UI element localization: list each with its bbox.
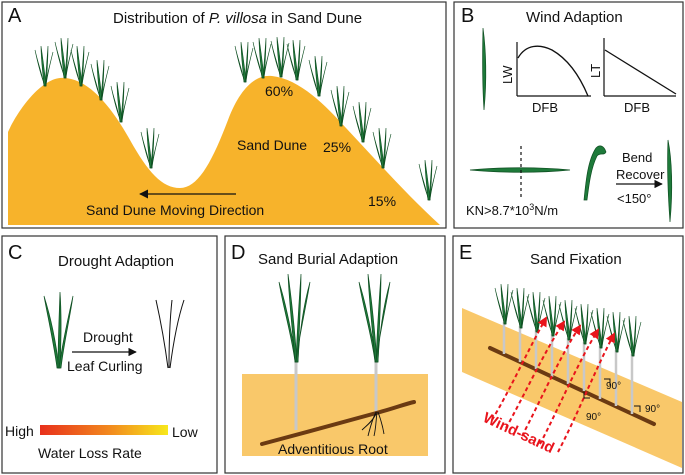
percent-60: 60% <box>265 83 293 99</box>
dfb-right-label: DFB <box>624 100 650 115</box>
right-angle-marks <box>583 378 641 412</box>
plant-tuft <box>418 159 438 201</box>
panel-a-title: Distribution of P. villosa in Sand Dune <box>113 10 362 27</box>
adventitious-root-label: Adventitious Root <box>278 441 388 457</box>
water-loss-rate-label: Water Loss Rate <box>38 445 142 461</box>
panel-c: C Drought Adaption Drought Leaf Curling … <box>1 235 218 474</box>
angle-90-3: 90° <box>645 404 660 415</box>
angle-90-2: 90° <box>586 412 601 423</box>
wind-sand-label: Wind-sand <box>480 409 557 457</box>
plant-tuft <box>234 41 254 83</box>
leaf-horizontal <box>469 167 571 173</box>
lw-axis-label: LW <box>500 65 515 84</box>
panel-d-border <box>224 235 446 474</box>
plant-tuft <box>54 37 74 79</box>
rhizome <box>260 400 416 446</box>
plant-tuft <box>308 55 328 97</box>
plant-tuft <box>270 36 290 78</box>
dfb-left-label: DFB <box>532 100 558 115</box>
sand-dune-label: Sand Dune <box>237 137 307 153</box>
panel-e-title: Sand Fixation <box>530 251 622 268</box>
leaf-recovered <box>667 139 673 223</box>
plant-tuft <box>358 273 391 363</box>
gradient-high-label: High <box>5 423 34 439</box>
plant-tuft <box>286 39 306 81</box>
angle-90-1: 90° <box>606 381 621 392</box>
panel-d-title: Sand Burial Adaption <box>258 251 398 268</box>
sand-dune-shape <box>8 75 440 225</box>
plant-tuft <box>140 127 160 169</box>
panel-b: B Wind Adaption LW DFB LT DFB KN>8.7*103… <box>453 1 684 229</box>
lt-axis-label: LT <box>588 64 603 78</box>
wind-sand-arrows <box>491 316 615 453</box>
panel-a-letter: A <box>8 5 22 27</box>
leaf-flat-tuft <box>43 291 74 369</box>
panel-d: D Sand Burial Adaption Adventitious Root <box>224 235 446 474</box>
gradient-low-label: Low <box>172 424 199 440</box>
water-loss-gradient-bar <box>40 425 168 435</box>
panel-a-border <box>1 1 447 229</box>
moving-direction-label: Sand Dune Moving Direction <box>86 202 264 218</box>
plant-tuft <box>278 273 311 363</box>
plant-tuft <box>352 101 372 143</box>
plant-tuft <box>252 37 272 79</box>
lw-curve <box>517 45 589 97</box>
percent-15: 15% <box>368 193 396 209</box>
adventitious-root-lines <box>361 411 385 437</box>
leaf-upright <box>482 27 487 111</box>
panel-d-letter: D <box>231 242 245 264</box>
plant-tuft <box>34 45 54 87</box>
percent-25: 25% <box>323 139 351 155</box>
panel-c-border <box>1 235 218 474</box>
rhizome-e <box>488 346 656 426</box>
panel-c-letter: C <box>8 242 22 264</box>
panel-c-title: Drought Adaption <box>58 253 174 270</box>
panel-e-border <box>452 235 684 474</box>
kn-label: KN>8.7*103N/m <box>466 202 558 218</box>
panel-b-letter: B <box>461 5 474 27</box>
panel-e-letter: E <box>459 242 472 264</box>
angle-label: <150° <box>617 191 651 206</box>
drought-label: Drought <box>83 329 133 345</box>
recover-label: Recover <box>616 167 665 182</box>
leaf-curling-label: Leaf Curling <box>67 358 143 374</box>
lt-line <box>604 49 677 95</box>
bend-label: Bend <box>622 150 652 165</box>
leaf-curled-tuft <box>155 299 185 369</box>
panel-b-title: Wind Adaption <box>526 9 623 26</box>
panel-e: E Sand Fixation <box>452 235 684 474</box>
panel-b-border <box>453 1 684 229</box>
panel-a: A Distribution of P. villosa in Sand Dun… <box>1 1 447 229</box>
leaf-bent <box>583 145 607 201</box>
